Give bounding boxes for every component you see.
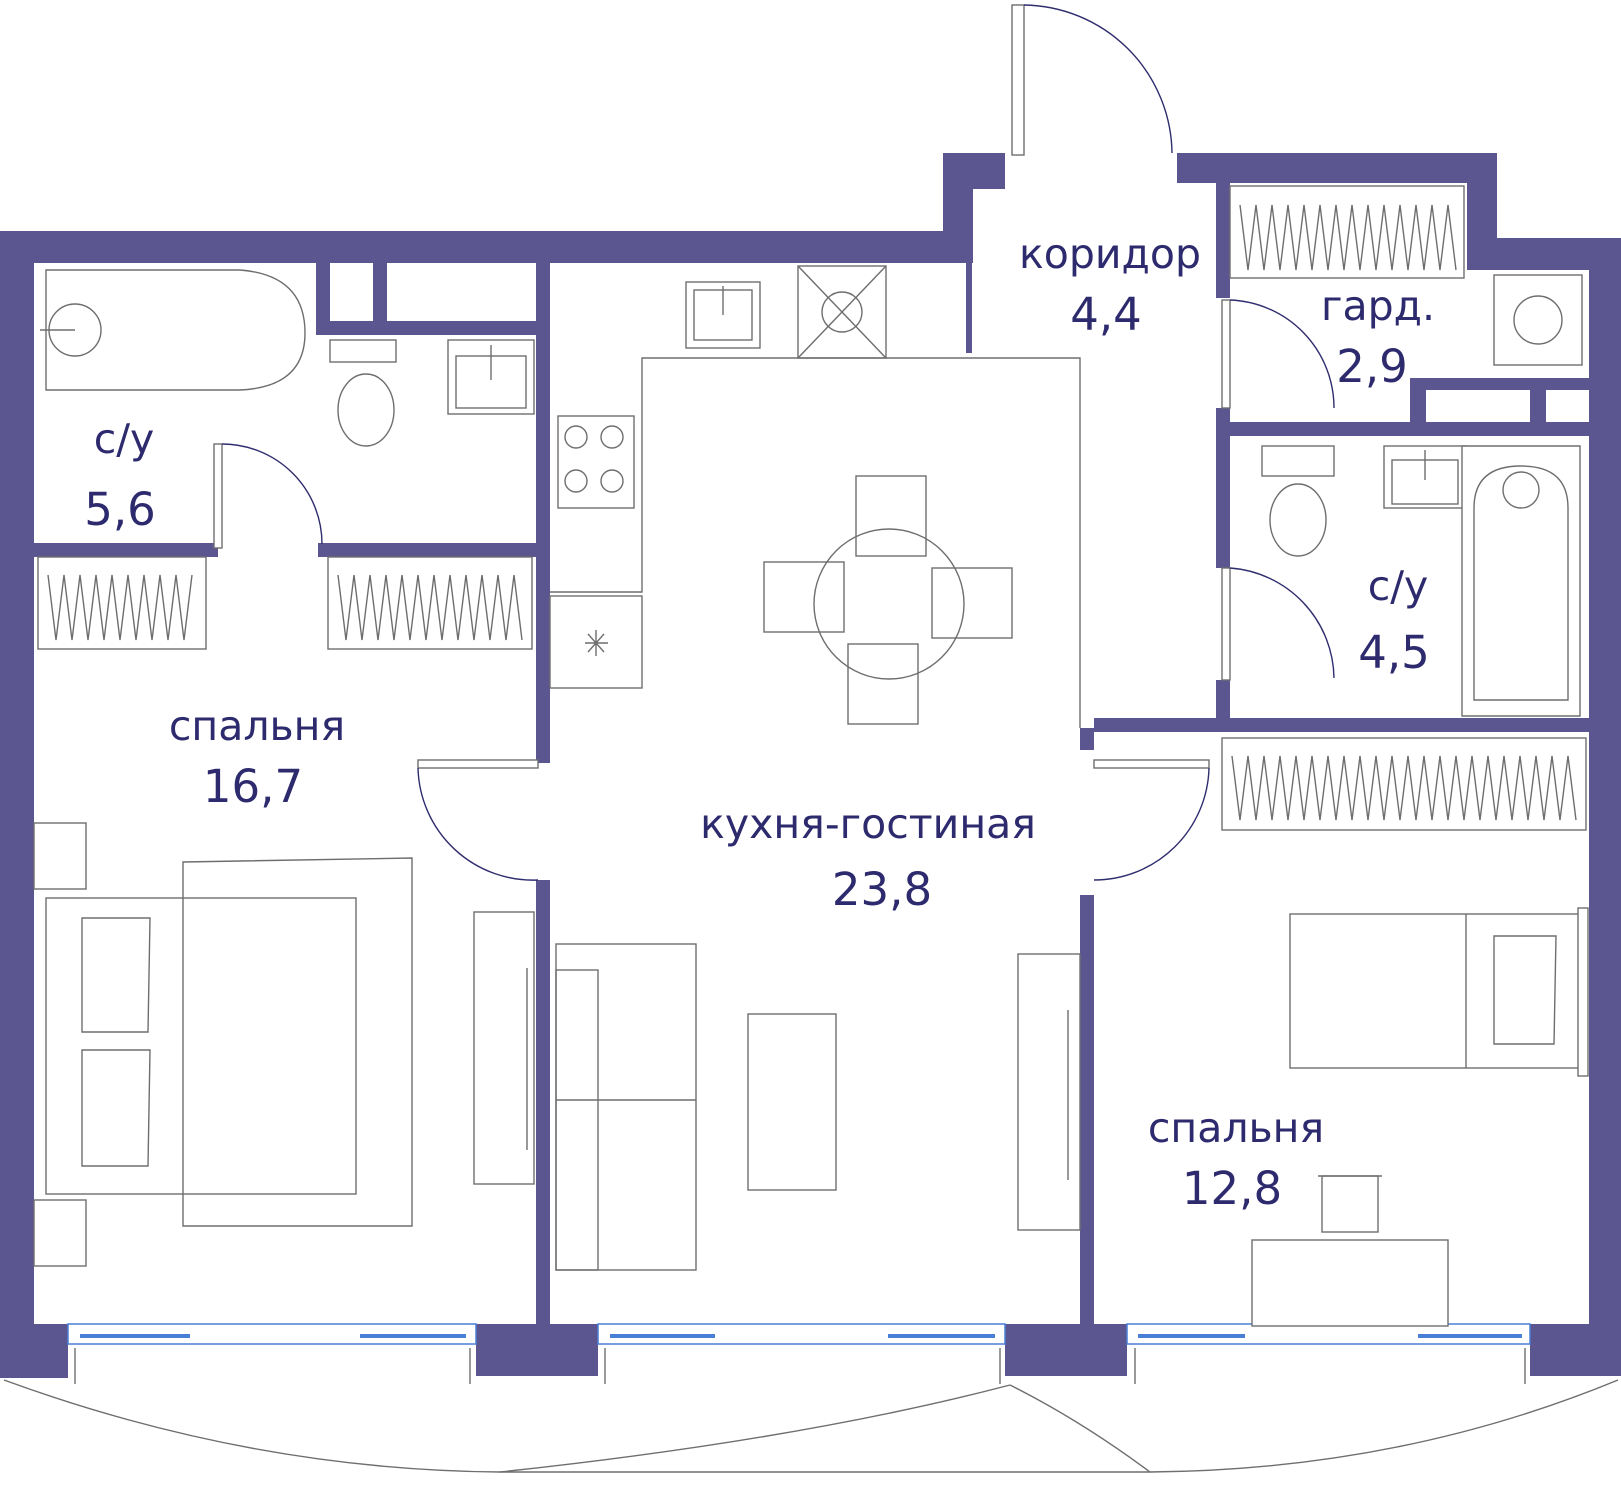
room-area-wardrobe: 2,9 (1336, 340, 1408, 393)
room-name-wardrobe: гард. (1321, 282, 1435, 330)
room-area-kitchen-living: 23,8 (832, 863, 932, 916)
room-area-bedroom-right: 12,8 (1182, 1162, 1282, 1215)
room-area-bath-right: 4,5 (1358, 626, 1430, 679)
room-area-corridor: 4,4 (1070, 288, 1142, 341)
walls (0, 153, 1621, 1378)
room-name-bath-left: с/у (94, 415, 155, 463)
room-area-bedroom-left: 16,7 (203, 760, 303, 813)
room-name-bedroom-right: спальня (1148, 1104, 1324, 1152)
room-name-bedroom-left: спальня (169, 702, 345, 750)
balcony (3, 1379, 1619, 1473)
room-area-bath-left: 5,6 (84, 483, 156, 536)
fixtures (33, 185, 1589, 1327)
windows (67, 1323, 1531, 1384)
room-labels: с/у 5,6 спальня 16,7 кухня-гостиная 23,8… (84, 230, 1435, 1215)
room-name-bath-right: с/у (1368, 562, 1429, 610)
room-name-corridor: коридор (1019, 230, 1201, 278)
room-name-kitchen-living: кухня-гостиная (700, 800, 1036, 848)
doors (213, 4, 1335, 881)
